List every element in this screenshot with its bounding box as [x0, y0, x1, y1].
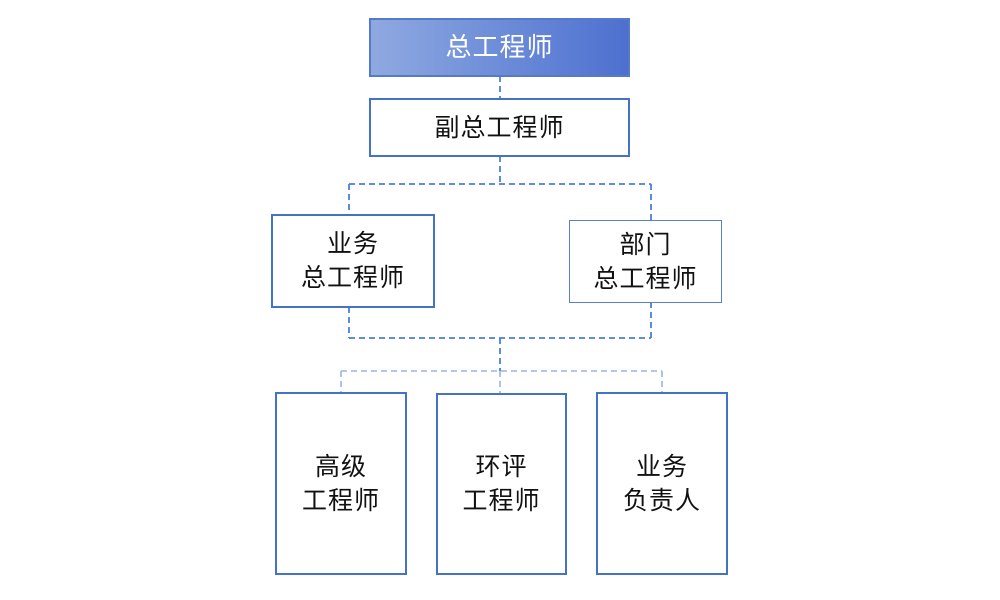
node-eia-engineer: 环评 工程师	[436, 393, 567, 575]
node-business-lead-line1: 业务	[635, 451, 688, 481]
node-business-lead-line2: 负责人	[622, 485, 701, 515]
node-business-chief-engineer-line2: 总工程师	[300, 263, 405, 292]
node-eia-engineer-line1: 环评	[475, 452, 528, 481]
node-department-chief-engineer-line1: 部门	[619, 229, 672, 259]
node-deputy-chief-engineer-label: 副总工程师	[434, 112, 565, 142]
node-department-chief-engineer-line2: 总工程师	[593, 263, 698, 293]
node-deputy-chief-engineer: 副总工程师	[369, 98, 630, 157]
node-chief-engineer: 总工程师	[369, 18, 630, 77]
node-chief-engineer-label: 总工程师	[445, 32, 554, 63]
node-eia-engineer-line2: 工程师	[462, 486, 541, 515]
node-business-chief-engineer-line1: 业务	[326, 229, 379, 258]
node-senior-engineer: 高级 工程师	[275, 392, 407, 575]
node-senior-engineer-line2: 工程师	[301, 485, 380, 515]
node-business-lead: 业务 负责人	[596, 392, 728, 575]
node-department-chief-engineer: 部门 总工程师	[569, 220, 722, 303]
node-business-chief-engineer: 业务 总工程师	[271, 214, 435, 308]
node-senior-engineer-line1: 高级	[314, 451, 367, 481]
